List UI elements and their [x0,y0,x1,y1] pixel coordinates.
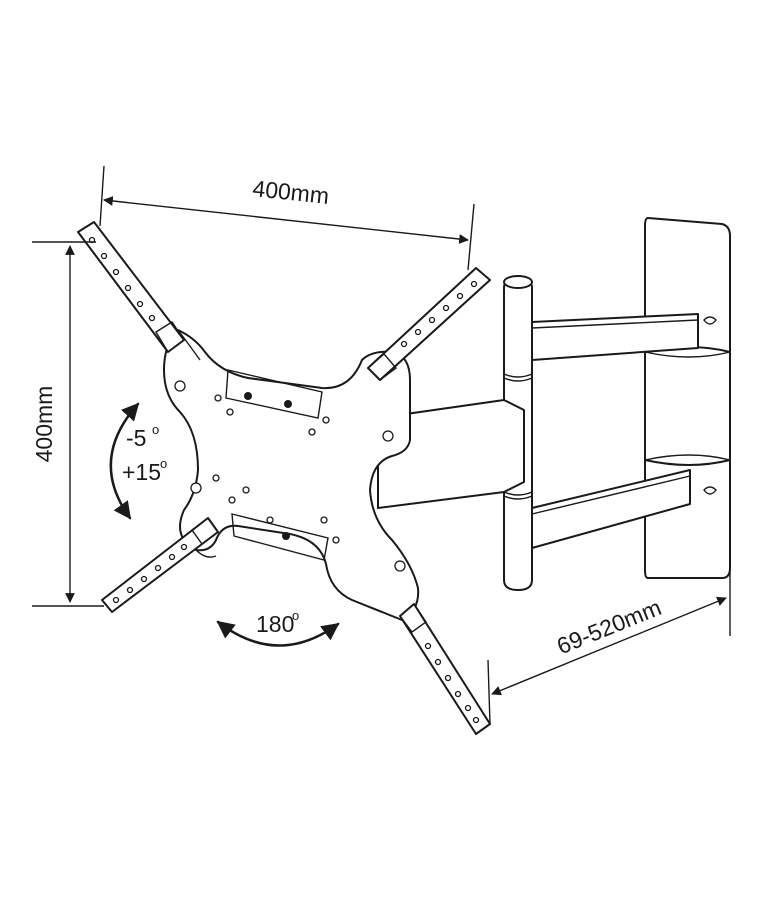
tilt-min-label: -5 [126,425,146,451]
tv-back-plate [163,329,420,621]
strap-bottom-left [101,517,219,613]
tilt-indicator: -5 o +15 o [109,402,167,520]
extension-dimension: 69-520mm [487,568,731,725]
height-label: 400mm [31,386,57,463]
strap-top-left [77,221,185,354]
tilt-min-degree: o [152,422,159,437]
plate-holes [174,380,406,572]
tilt-max-degree: o [160,456,167,471]
wall-plate [644,217,731,579]
tilt-max-label: +15 [122,459,161,485]
strap-bottom-right [399,602,491,735]
strap-top-right [366,267,491,381]
swivel-degree: o [292,608,299,623]
swivel-label: 180 [256,611,294,637]
swivel-indicator: 180 o [216,608,340,647]
extension-label: 69-520mm [553,594,665,659]
height-dimension: 400mm [31,241,104,607]
width-label: 400mm [251,175,330,209]
width-dimension: 400mm [99,165,475,271]
front-arm [377,399,525,509]
